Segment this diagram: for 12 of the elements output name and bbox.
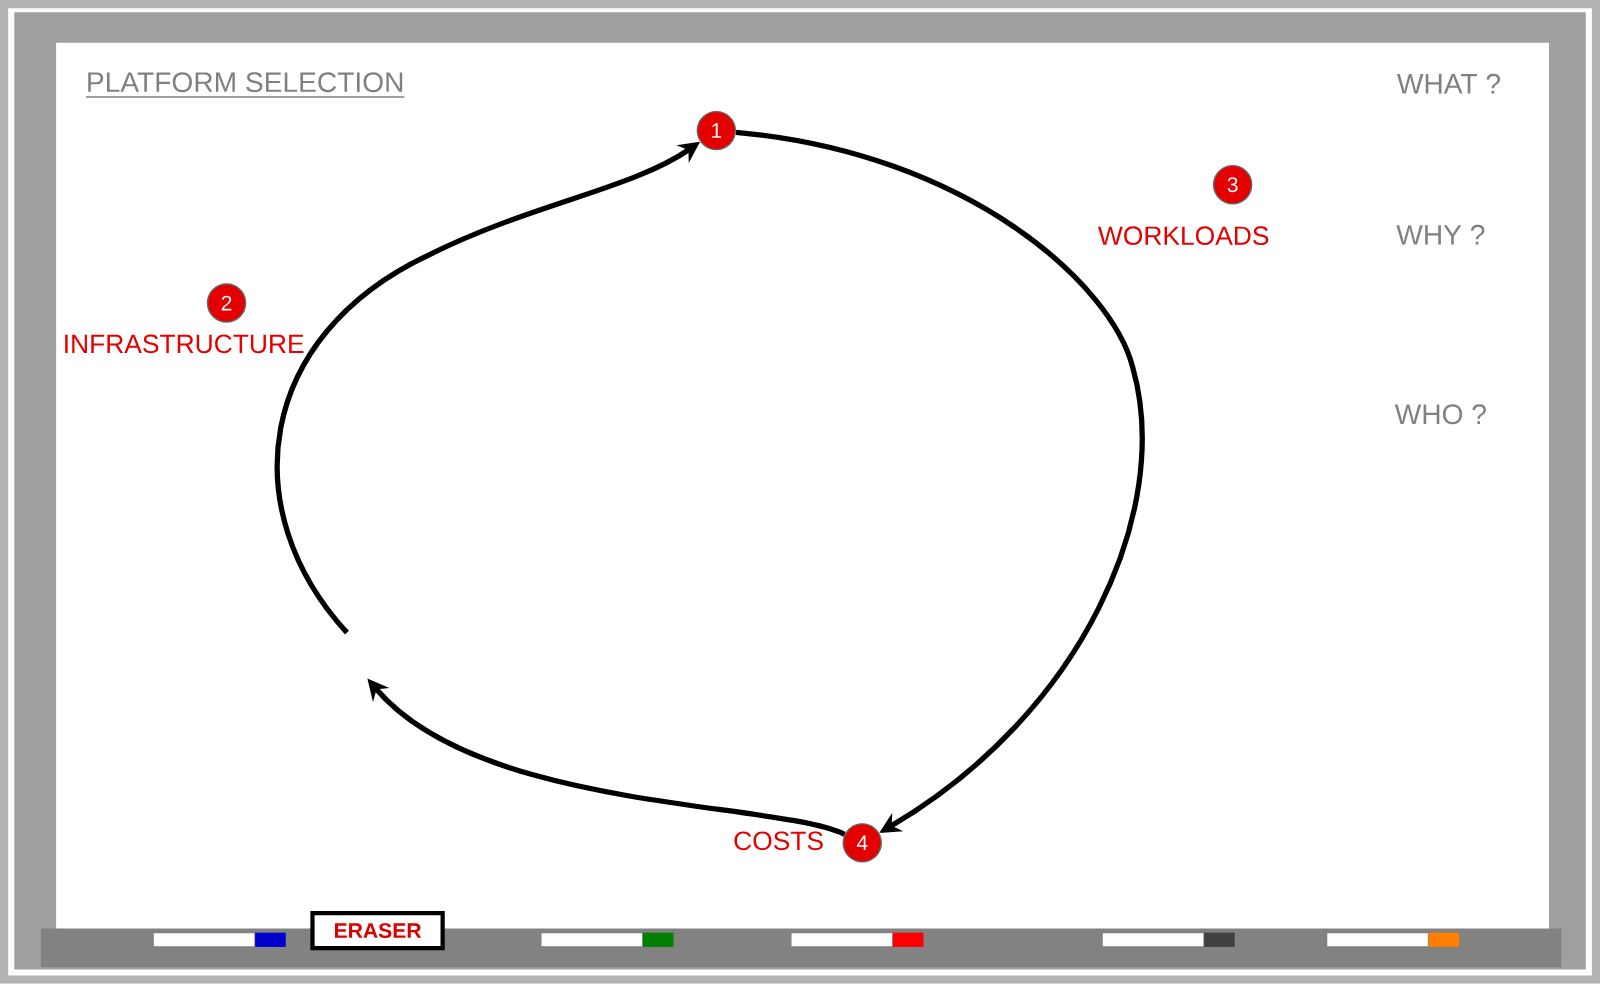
step-label: COSTS (734, 831, 823, 851)
number-badge: 1 (696, 111, 737, 151)
number-badge: 3 (1212, 165, 1253, 205)
number-badge: 2 (206, 283, 247, 323)
question-label: WHAT ? (1397, 74, 1501, 94)
question-label: WHO ? (1394, 404, 1486, 425)
question-label: WHY ? (1396, 225, 1485, 245)
title: PLATFORM SELECTION (85, 72, 406, 98)
step-label: INFRASTRUCTURE (65, 334, 304, 354)
step-label: WORKLOADS (1098, 226, 1269, 246)
eraser-drawing: ERASER (310, 911, 445, 951)
number-badge: 4 (842, 823, 882, 863)
